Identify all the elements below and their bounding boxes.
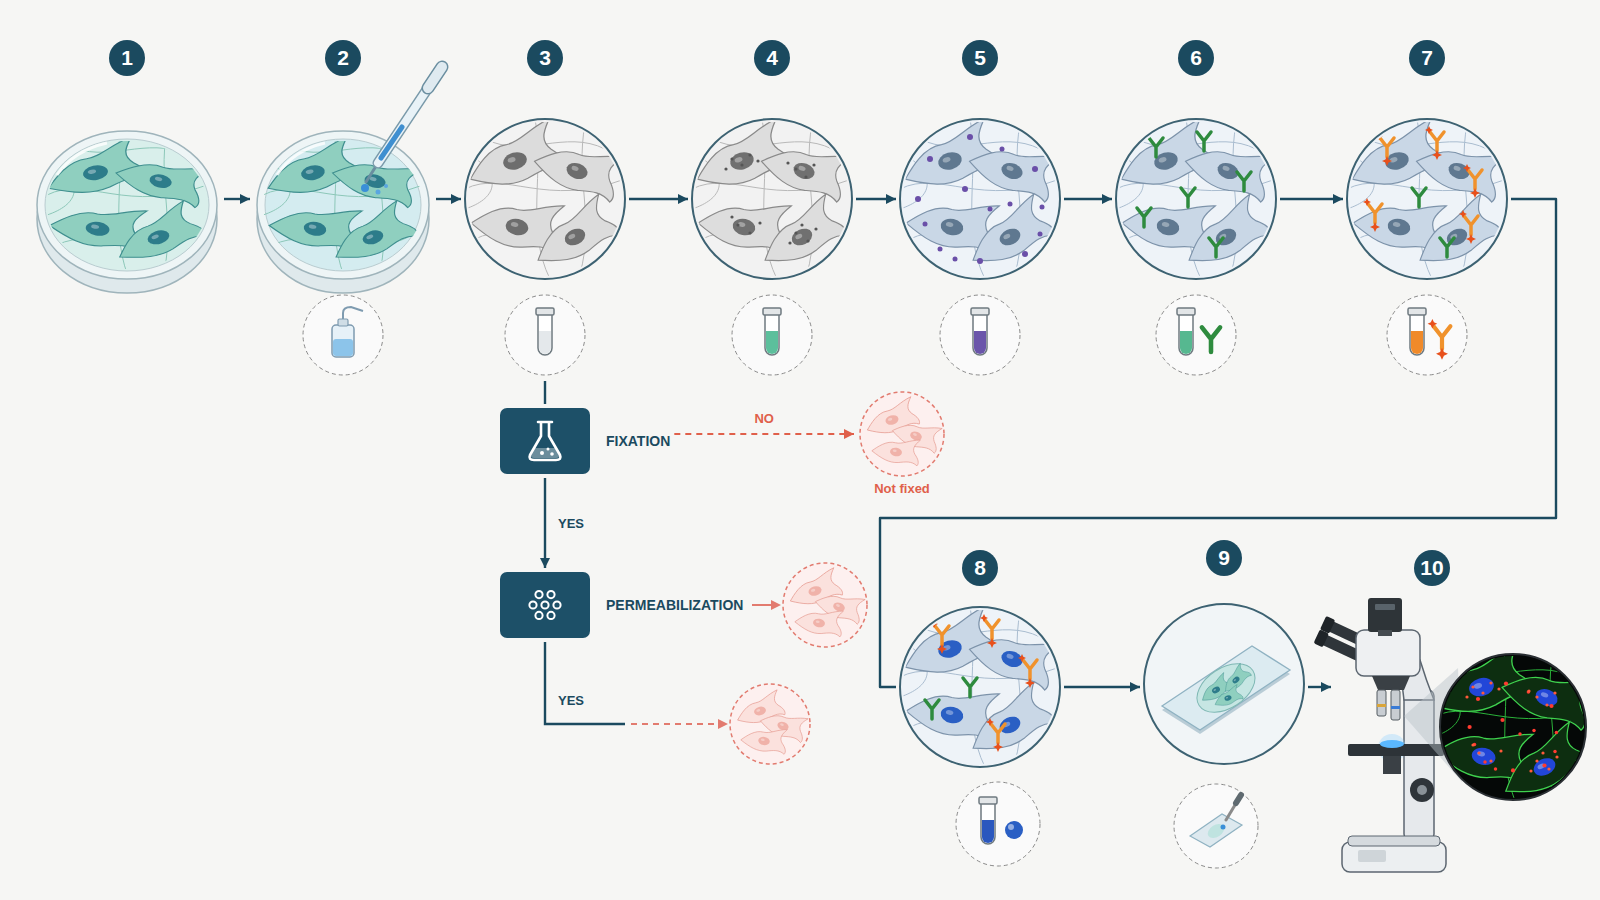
step-fix: 3 (465, 40, 625, 377)
flow-connector (880, 199, 1556, 687)
flow-connector (540, 478, 550, 568)
primary-antibody-cells (1111, 118, 1278, 279)
branch-label: YES (555, 693, 587, 708)
flow-connector (545, 381, 546, 404)
step-heading: PERMEABILIZATION (606, 597, 743, 613)
flow-connector (629, 194, 688, 204)
decision-box: FIXATION (500, 408, 670, 474)
step-primary: 6 (1116, 40, 1276, 377)
flow-connector (1064, 682, 1140, 692)
step-permeabilize: 4 (692, 40, 852, 377)
arrowhead (240, 194, 250, 204)
flow-connector (1308, 682, 1331, 692)
callout-number: 8 (962, 550, 998, 586)
outcome-label: Not fixed (874, 481, 930, 496)
connector-line (880, 199, 1556, 687)
step-mount: 9 (1144, 540, 1304, 870)
arrowhead (844, 429, 854, 439)
reagent-icons (303, 295, 1467, 868)
blocked-cells (895, 118, 1062, 279)
edge-label: YES (555, 516, 587, 531)
arrowhead (886, 194, 896, 204)
callout-number: 2 (325, 40, 361, 76)
callout-number: 9 (1206, 540, 1242, 576)
callout-number: 6 (1178, 40, 1214, 76)
icon-box (500, 572, 590, 638)
callout-number: 4 (754, 40, 790, 76)
connector-line (1064, 686, 1140, 688)
step-wash: 2 (254, 40, 432, 376)
secondary-antibody-cells (1342, 118, 1509, 279)
arrowhead (540, 558, 550, 568)
callout-number: 7 (1409, 40, 1445, 76)
edge-label: NO (751, 411, 777, 426)
step-culture: 1 (36, 40, 220, 302)
flow-connector (436, 194, 461, 204)
dashed-circle (858, 390, 946, 478)
wash-dish (257, 125, 429, 293)
arrowhead (1102, 194, 1112, 204)
icon-box (500, 408, 590, 474)
flow-connector (674, 429, 854, 439)
arrowhead (1333, 194, 1343, 204)
step-heading: FIXATION (606, 433, 670, 449)
callout-number: 1 (109, 40, 145, 76)
arrowhead (678, 194, 688, 204)
culture-dish (37, 125, 217, 293)
connector-line (674, 433, 854, 435)
arrowhead (1321, 682, 1331, 692)
connector-line (544, 478, 546, 568)
step-block: 5 (900, 40, 1060, 377)
flow-connector (1064, 194, 1112, 204)
counterstained-cells (895, 606, 1062, 767)
flow-connector (1280, 194, 1343, 204)
permeabilized-cells (687, 118, 854, 279)
step-counterstain: 8 (900, 550, 1060, 868)
outcome-circle: Not fixed (858, 390, 946, 496)
fixed-cells (460, 118, 627, 279)
pipette (361, 67, 442, 195)
callout-number: 3 (527, 40, 563, 76)
flow-connector (224, 194, 250, 204)
mounted-slide (1144, 604, 1304, 764)
step-image: 10 (1335, 550, 1590, 876)
arrowhead (451, 194, 461, 204)
callout-number: 5 (962, 40, 998, 76)
branch-results (545, 563, 867, 764)
flow-connector (856, 194, 896, 204)
decision-box: PERMEABILIZATION (500, 572, 743, 638)
fluorescence-image (1424, 642, 1599, 807)
callout-number: 10 (1414, 550, 1450, 586)
connector-line (544, 381, 546, 404)
step-secondary: 7 (1347, 40, 1507, 377)
arrowhead (1130, 682, 1140, 692)
